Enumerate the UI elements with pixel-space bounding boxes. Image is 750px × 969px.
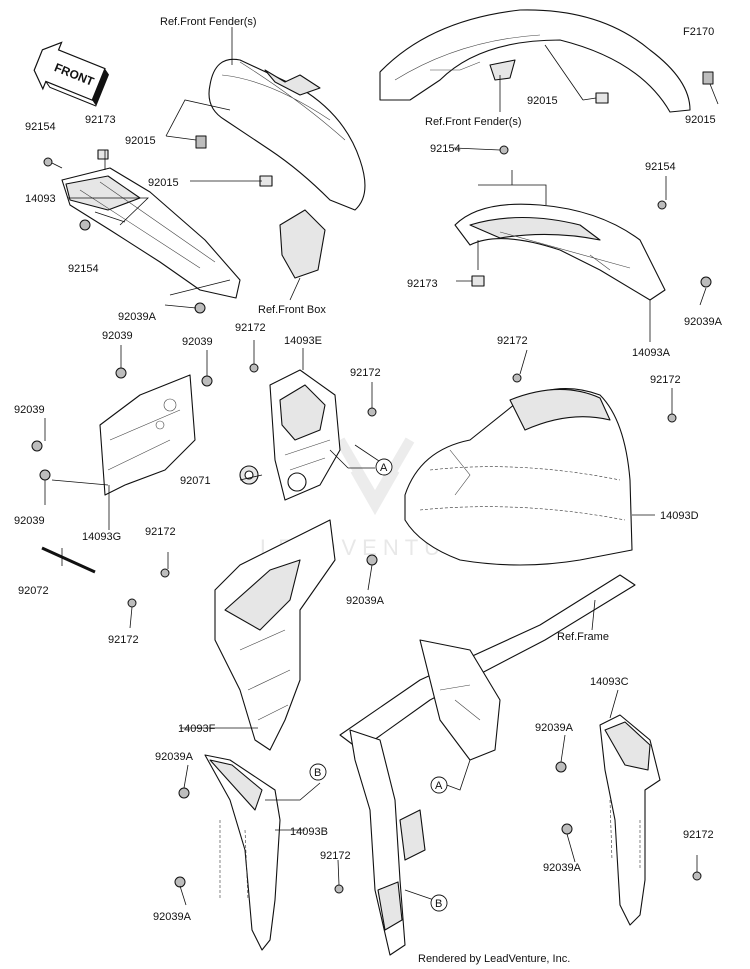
svg-text:A: A: [435, 780, 443, 792]
front-fender-left: [208, 58, 366, 211]
label-14093C: 14093C: [590, 676, 629, 688]
ref-front-fender-label-2: Ref.Front Fender(s): [425, 116, 522, 128]
label-92039A-a: 92039A: [118, 311, 157, 323]
svg-text:B: B: [314, 767, 321, 779]
clips-14093C: [555, 761, 702, 881]
label-92172-g: 92172: [320, 850, 351, 862]
callout-a-upper: A: [375, 458, 393, 476]
svg-text:A: A: [380, 462, 388, 474]
cable-tie-92072: [41, 546, 96, 574]
label-92039A-f: 92039A: [543, 862, 582, 874]
callout-b-lower: B: [430, 894, 448, 912]
clip-92015-c: [595, 92, 609, 104]
label-92015-d: 92015: [685, 114, 716, 126]
label-92015-b: 92015: [148, 177, 179, 189]
part-14093B-cover: [204, 754, 281, 951]
label-92039A-d: 92039A: [535, 722, 574, 734]
screw-92154-c: [499, 145, 509, 155]
front-arrow-badge: FRONT: [33, 41, 109, 107]
label-14093D: 14093D: [660, 510, 699, 522]
clip-92172-left: [127, 568, 170, 608]
label-92039A-e: 92039A: [155, 751, 194, 763]
label-92039-c: 92039: [14, 404, 45, 416]
label-92039-d: 92039: [14, 515, 45, 527]
label-14093: 14093: [25, 193, 56, 205]
label-92039A-g: 92039A: [153, 911, 192, 923]
label-92154-c: 92154: [430, 143, 461, 155]
label-92039-a: 92039: [102, 330, 133, 342]
label-92154-a: 92154: [25, 121, 56, 133]
label-92039A-c: 92039A: [346, 595, 385, 607]
clip-92039A-a: [194, 302, 206, 314]
part-14093F-cover: [214, 519, 336, 751]
label-92172-b: 92172: [350, 367, 381, 379]
label-92071: 92071: [180, 475, 211, 487]
label-92072: 92072: [18, 585, 49, 597]
part-14093E-cover: [269, 369, 341, 501]
front-box-ref: [279, 209, 326, 279]
ref-frame-label: Ref.Frame: [557, 631, 609, 643]
part-14093G-cover: [99, 374, 196, 496]
label-14093B: 14093B: [290, 826, 328, 838]
grommet-92071: [239, 465, 259, 485]
label-92039-b: 92039: [182, 336, 213, 348]
label-14093E: 14093E: [284, 335, 322, 347]
clip-92039A-b: [700, 276, 712, 288]
part-14093A-cover: [454, 203, 666, 301]
frame-ref: [339, 574, 636, 956]
label-92173-a: 92173: [85, 114, 116, 126]
front-fender-right: [379, 9, 691, 113]
clip-92039A-c: [366, 554, 378, 566]
screw-92154-d: [657, 200, 667, 210]
label-92039A-b: 92039A: [684, 316, 723, 328]
footer-credit: Rendered by LeadVenture, Inc.: [418, 953, 570, 965]
ref-front-box-label: Ref.Front Box: [258, 304, 326, 316]
callout-b-upper: B: [309, 763, 327, 781]
label-92172-a: 92172: [235, 322, 266, 334]
labels: F2170 Ref.Front Fender(s) Ref.Front Fend…: [14, 16, 723, 923]
part-14093D-cover: [404, 388, 633, 566]
clip-92015-a: [195, 135, 207, 149]
label-92172-c: 92172: [497, 335, 528, 347]
label-14093F: 14093F: [178, 723, 216, 735]
part-14093C-cover: [599, 714, 661, 926]
screw-92154-a: [43, 157, 63, 169]
clips-14093B: [174, 787, 344, 894]
nut-92154-b: [79, 219, 91, 231]
clip-92015-d: [702, 71, 714, 85]
label-92154-b: 92154: [68, 263, 99, 275]
label-92172-d: 92172: [650, 374, 681, 386]
label-14093A: 14093A: [632, 347, 671, 359]
label-14093G: 14093G: [82, 531, 121, 543]
clip-92173-a: [97, 149, 109, 160]
callout-a-lower: A: [430, 776, 448, 794]
figure-code: F2170: [683, 26, 714, 38]
clip-92173-b: [471, 275, 485, 287]
label-92015-c: 92015: [527, 95, 558, 107]
svg-text:B: B: [435, 898, 442, 910]
label-92154-d: 92154: [645, 161, 676, 173]
label-92172-f: 92172: [108, 634, 139, 646]
label-92172-e: 92172: [145, 526, 176, 538]
part-14093-cover: [61, 167, 241, 299]
label-92015-a: 92015: [125, 135, 156, 147]
label-92172-h: 92172: [683, 829, 714, 841]
ref-front-fender-label-1: Ref.Front Fender(s): [160, 16, 257, 28]
label-92173-b: 92173: [407, 278, 438, 290]
leader-lines: [44, 27, 719, 906]
